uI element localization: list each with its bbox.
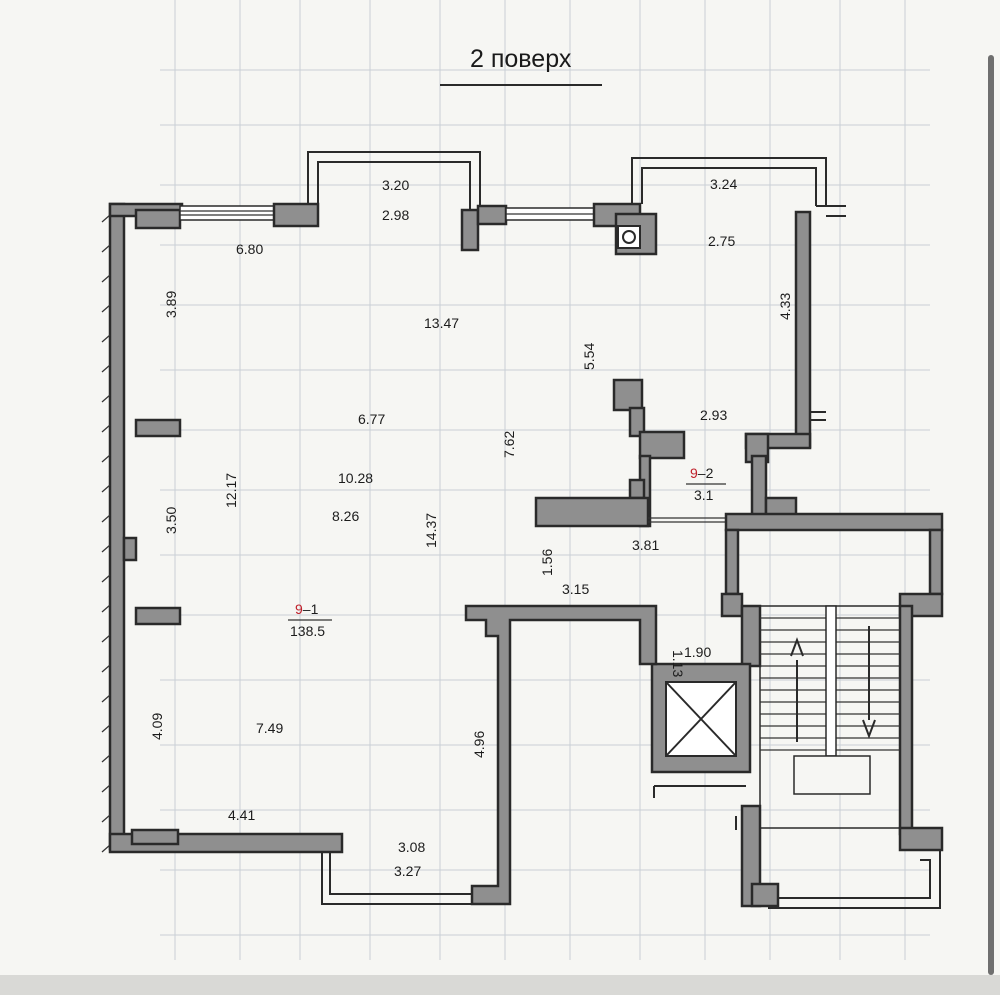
dim-1217: 12.17	[223, 473, 239, 508]
stair-core	[720, 512, 944, 909]
dim-bottom-left-width: 4.41	[228, 807, 255, 823]
dim-bottom-outer: 3.27	[394, 863, 421, 879]
dim-right-room-width: 2.75	[708, 233, 735, 249]
dim-top-right-width: 3.24	[710, 176, 737, 192]
dim-left-top-width: 6.80	[236, 241, 263, 257]
dim-left-upper-height: 3.89	[163, 291, 179, 318]
apartment-index: 1	[311, 601, 319, 617]
dim-living-area: 13.47	[424, 315, 459, 331]
dim-1028: 10.28	[338, 470, 373, 486]
dim-677: 6.77	[358, 411, 385, 427]
apartment-area: 3.1	[694, 487, 714, 503]
apartment-number: 9	[295, 601, 303, 617]
dim-826: 8.26	[332, 508, 359, 524]
apartment-label-9-1: 9–1 138.5	[288, 601, 332, 639]
dim-749: 7.49	[256, 720, 283, 736]
dim-left-lower-height: 4.09	[149, 713, 165, 740]
apartment-number: 9	[690, 465, 698, 481]
dim-left-middle-height: 3.50	[163, 507, 179, 534]
apartment-label-9-2: 9–2 3.1	[686, 465, 726, 503]
scrollbar[interactable]	[988, 55, 994, 975]
bottom-walls	[108, 828, 472, 905]
dim-315: 3.15	[562, 581, 589, 597]
floor-title: 2 поверх	[470, 45, 572, 73]
apartment-index: 2	[706, 465, 714, 481]
dim-corridor-length: 5.54	[581, 343, 597, 370]
dim-top-bay-inner: 2.98	[382, 207, 409, 223]
top-left-wall	[108, 151, 642, 252]
dim-right-room-height: 4.33	[777, 293, 793, 320]
dimension-labels: 3.20 2.98 3.24 6.80 2.75 4.33 3.89 13.47…	[149, 176, 793, 879]
central-walls	[464, 604, 658, 906]
apartment-area: 138.5	[290, 623, 325, 639]
dim-762: 7.62	[501, 431, 517, 458]
top-right-room	[612, 157, 846, 464]
svg-text:9–1: 9–1	[295, 601, 319, 617]
dim-top-bay-width: 3.20	[382, 177, 409, 193]
vent-shaft	[614, 212, 658, 256]
dim-190: 1.90	[684, 644, 711, 660]
dim-156: 1.56	[539, 549, 555, 576]
elevator-shaft	[650, 662, 752, 798]
page-edge	[0, 975, 1000, 995]
dim-496: 4.96	[471, 731, 487, 758]
dim-bottom-inner: 3.08	[398, 839, 425, 855]
storage-room-9-2	[534, 454, 798, 528]
dim-381: 3.81	[632, 537, 659, 553]
dim-right-lower-width: 2.93	[700, 407, 727, 423]
svg-text:9–2: 9–2	[690, 465, 714, 481]
dim-113: 1.13	[670, 650, 686, 677]
background-grid	[160, 0, 930, 960]
dim-1437: 14.37	[423, 513, 439, 548]
